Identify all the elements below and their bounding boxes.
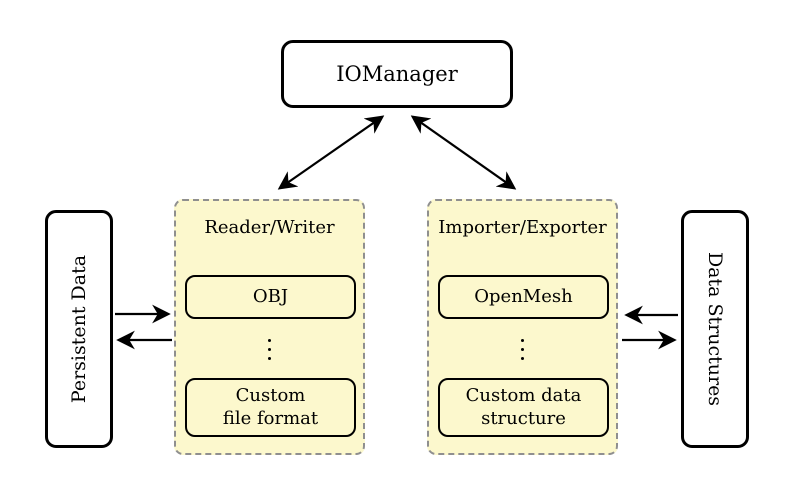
reader-writer-panel: Reader/Writer OBJ Custom file format xyxy=(174,199,365,455)
iomanager-reader-writer-arrow xyxy=(277,115,385,190)
openmesh-box: OpenMesh xyxy=(438,275,609,319)
importer-exporter-panel: Importer/Exporter OpenMesh Custom data s… xyxy=(427,199,618,455)
custom-data-structure-box: Custom data structure xyxy=(438,378,609,437)
vertical-ellipsis-icon xyxy=(176,331,363,367)
persistent-data-label: Persistent Data xyxy=(68,254,90,404)
openmesh-label: OpenMesh xyxy=(474,285,573,307)
custom-file-format-box: Custom file format xyxy=(185,378,356,437)
persistent-data-box: Persistent Data xyxy=(45,210,113,448)
data-structures-label: Data Structures xyxy=(704,251,726,407)
custom-data-structure-label: Custom data structure xyxy=(465,385,582,429)
data-structures-box: Data Structures xyxy=(681,210,749,448)
vertical-ellipsis-icon xyxy=(429,331,616,367)
custom-file-format-label: Custom file format xyxy=(222,385,319,429)
iomanager-box: IOManager xyxy=(281,40,513,108)
reader-writer-title: Reader/Writer xyxy=(204,217,335,238)
iomanager-label: IOManager xyxy=(336,62,458,86)
importer-exporter-title: Importer/Exporter xyxy=(438,217,607,238)
iomanager-importer-exporter-arrow xyxy=(410,115,517,190)
obj-label: OBJ xyxy=(252,285,289,307)
obj-box: OBJ xyxy=(185,275,356,319)
